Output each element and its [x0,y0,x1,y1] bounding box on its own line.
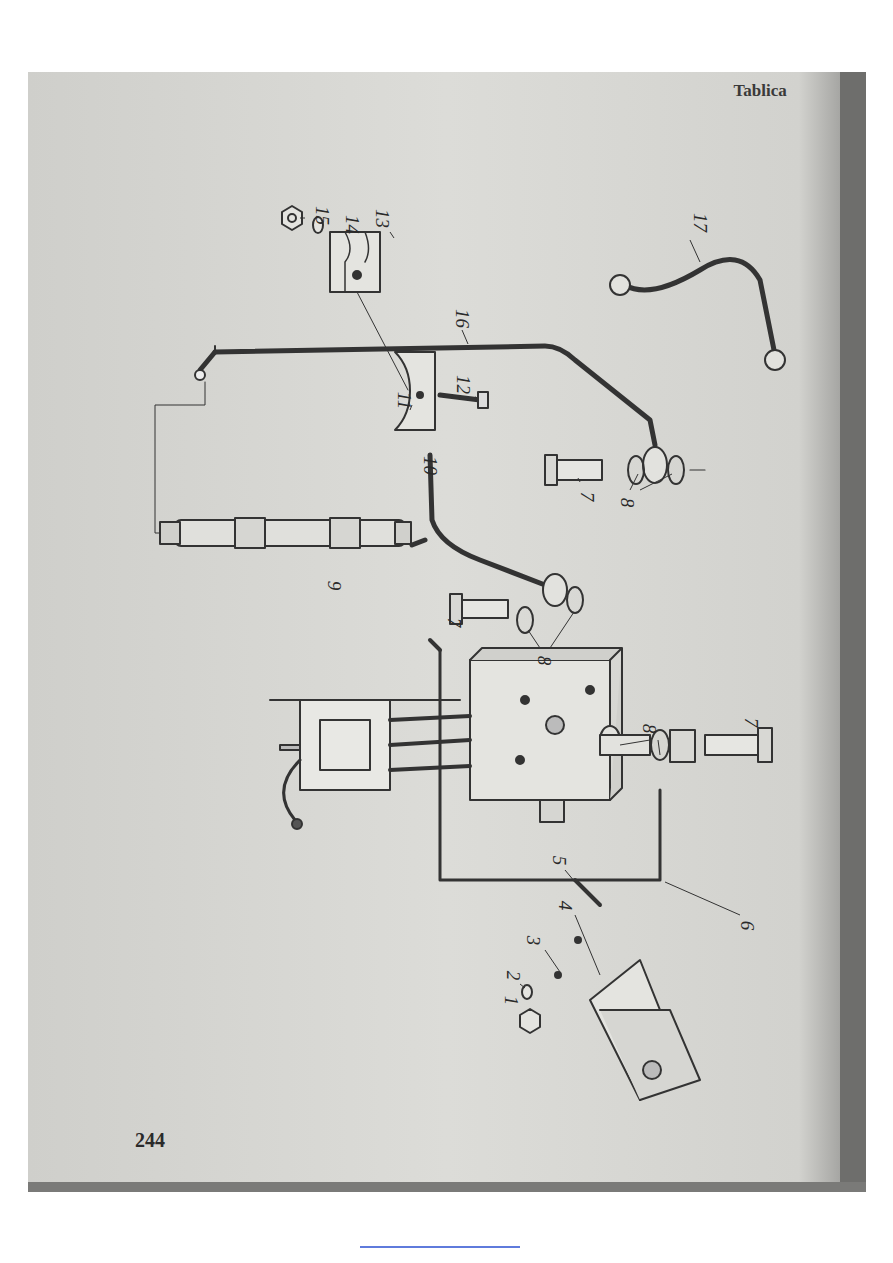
callout-number: 7 [445,617,464,627]
callout-number: 2 [504,970,523,980]
table-header: Tablica [734,82,787,99]
callout-number: 8 [618,497,637,507]
callout-number: 8 [640,723,659,733]
callout-number: 14 [343,215,362,234]
callout-number: 16 [453,309,472,328]
callout-number: 9 [325,580,344,590]
callout-number: 8 [535,655,554,665]
callout-number: 15 [313,206,332,225]
callout-number: 7 [742,717,761,727]
callout-number: 12 [454,375,473,394]
callout-number: 3 [524,935,543,945]
callout-number: 7 [578,491,597,501]
callout-number: 5 [550,855,569,865]
callout-number: 13 [373,209,392,228]
callout-number: 6 [738,920,757,930]
callout-number: 10 [421,456,440,475]
callout-number: 11 [395,391,414,409]
callout-number: 17 [691,213,710,232]
callout-number: 1 [502,995,521,1005]
callout-number: 4 [556,900,575,910]
page-number: 244 [135,1130,165,1150]
